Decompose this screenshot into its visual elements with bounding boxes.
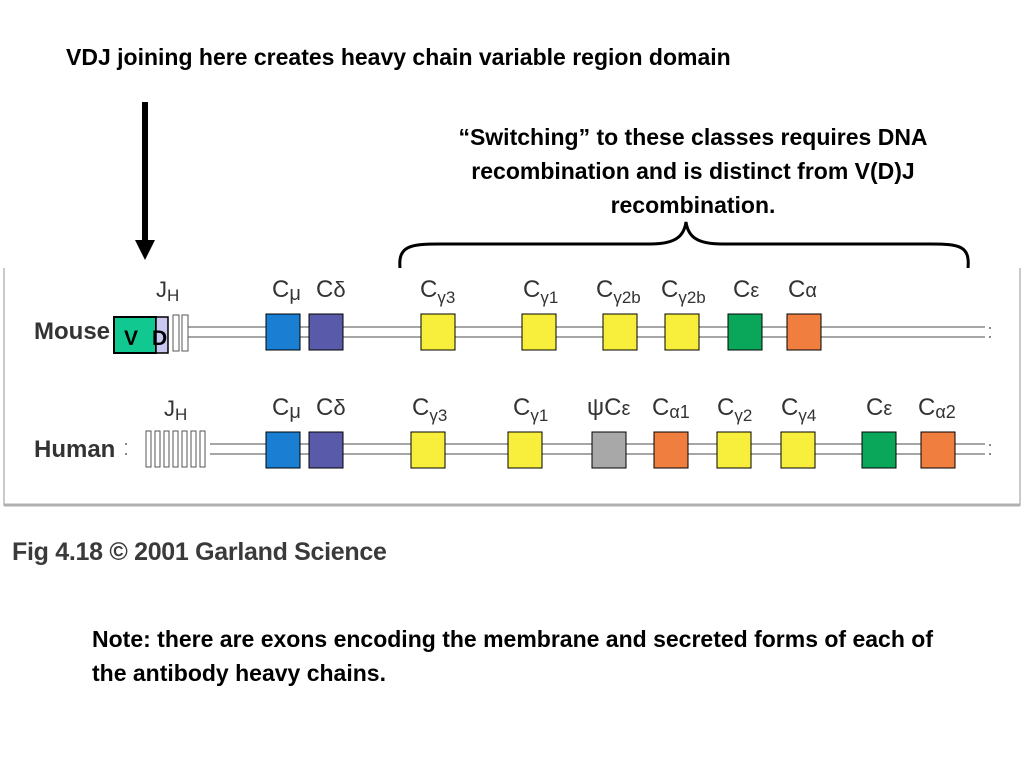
human-constant-genes: Cμ Cδ Cγ3 Cγ1 ψCε Cα1 Cγ2 Cγ4 xyxy=(265,394,956,469)
svg-text:Cε: Cε xyxy=(733,276,759,303)
human-gene-c-gamma2: Cγ2 xyxy=(716,394,752,469)
svg-text:Cγ2b: Cγ2b xyxy=(661,276,706,307)
d-label: D xyxy=(152,327,167,350)
mouse-gene-c-alpha: Cα xyxy=(786,276,822,351)
svg-text:Cγ1: Cγ1 xyxy=(523,276,558,307)
svg-text:Cγ1: Cγ1 xyxy=(513,394,548,425)
svg-text:Cγ3: Cγ3 xyxy=(420,276,455,307)
curly-brace-icon xyxy=(398,221,970,269)
human-jh-label: JH xyxy=(164,396,187,424)
human-gene-c-delta: Cδ xyxy=(308,394,346,469)
svg-text:Cγ2: Cγ2 xyxy=(717,394,752,425)
human-gene-c-gamma4: Cγ4 xyxy=(780,394,816,469)
mouse-jh-label: JH xyxy=(156,277,179,305)
mouse-gene-c-epsilon: Cε xyxy=(727,276,763,351)
mouse-gene-c-gamma2b-2: Cγ2b xyxy=(661,276,706,351)
mouse-gene-c-gamma3: Cγ3 xyxy=(420,276,456,351)
svg-text:Cμ: Cμ xyxy=(272,276,301,305)
svg-text:Cγ2b: Cγ2b xyxy=(596,276,641,307)
v-label: V xyxy=(124,327,138,350)
human-gene-c-alpha2: Cα2 xyxy=(918,394,956,469)
svg-text:Cα1: Cα1 xyxy=(652,394,690,422)
human-gene-c-gamma1: Cγ1 xyxy=(507,394,548,469)
mouse-gene-c-gamma1: Cγ1 xyxy=(521,276,558,351)
svg-text:Cε: Cε xyxy=(866,394,892,421)
human-gene-c-alpha1: Cα1 xyxy=(652,394,690,469)
mouse-gene-c-gamma2b-1: Cγ2b xyxy=(596,276,641,351)
human-jh-segments xyxy=(145,430,206,468)
mouse-species-label: Mouse xyxy=(34,318,110,345)
figure-caption: Fig 4.18 © 2001 Garland Science xyxy=(12,538,387,566)
v-segment xyxy=(113,316,157,354)
membrane-secreted-note: Note: there are exons encoding the membr… xyxy=(92,626,933,686)
human-gene-c-epsilon: Cε xyxy=(861,394,897,469)
class-switching-note: “Switching” to these classes requires DN… xyxy=(458,124,928,218)
human-gene-psi-c-epsilon: ψCε xyxy=(587,394,630,469)
d-segment xyxy=(155,316,169,354)
human-chromosome-track xyxy=(125,430,991,468)
svg-text:ψCε: ψCε xyxy=(587,394,630,421)
mouse-gene-c-mu: Cμ xyxy=(265,276,301,351)
svg-text:Cγ3: Cγ3 xyxy=(412,394,447,425)
svg-text:Cμ: Cμ xyxy=(272,394,301,423)
down-arrow-icon xyxy=(135,102,155,260)
svg-text:Cδ: Cδ xyxy=(316,394,346,421)
svg-text:Cγ4: Cγ4 xyxy=(781,394,816,425)
mouse-constant-genes: Cμ Cδ Cγ3 Cγ1 Cγ2b Cγ2b Cε Cα xyxy=(265,276,822,351)
human-gene-c-mu: Cμ xyxy=(265,394,301,469)
mouse-gene-c-delta: Cδ xyxy=(308,276,346,351)
vdj-joining-note: VDJ joining here creates heavy chain var… xyxy=(66,44,731,70)
svg-text:Cα: Cα xyxy=(788,276,817,303)
svg-text:Cδ: Cδ xyxy=(316,276,346,303)
human-gene-c-gamma3: Cγ3 xyxy=(410,394,447,469)
svg-text:Cα2: Cα2 xyxy=(918,394,956,422)
human-species-label: Human xyxy=(34,436,115,463)
